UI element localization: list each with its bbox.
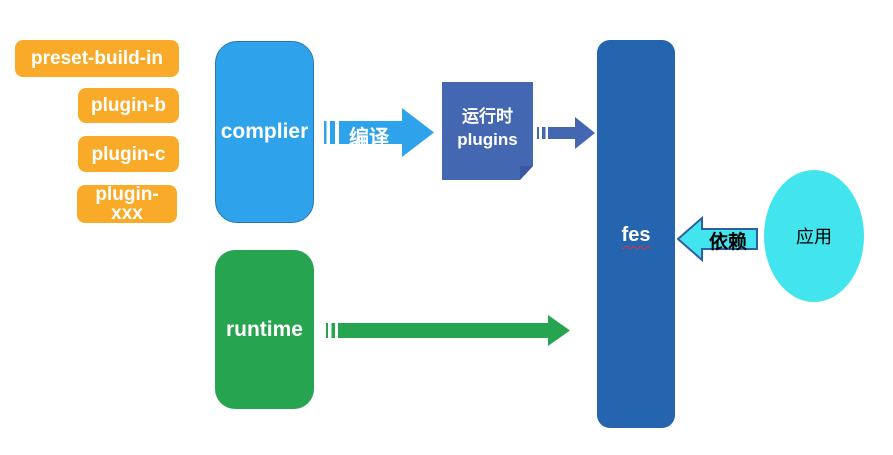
app-label: 应用 [796, 227, 832, 247]
compile-arrow-icon [324, 108, 434, 157]
arrow-stripe [537, 127, 539, 139]
arrow-body [338, 323, 548, 338]
arrow-stripe [324, 121, 327, 144]
fes-node: fes [597, 40, 675, 428]
complier-node: complier [215, 41, 314, 223]
runtime-plugins-note [442, 82, 533, 180]
app-node: 应用 [764, 170, 864, 302]
runtime-to-fes-arrow-icon [326, 315, 570, 346]
note-body [442, 82, 533, 180]
plugin-chip-plugin-b: plugin-b [78, 88, 179, 123]
complier-label: complier [220, 120, 309, 143]
arrow-head [548, 315, 570, 346]
arrow-body [548, 127, 575, 139]
arrow-stripe [330, 121, 335, 144]
plugin-chip-plugin-c: plugin-c [78, 136, 179, 172]
runtime-plugins-label-line1: 运行时 [462, 107, 513, 127]
note-folded-corner [520, 166, 533, 180]
fes-label: fes [621, 224, 651, 246]
runtime-plugins-label: 运行时 plugins [442, 82, 533, 176]
runtime-node: runtime [215, 250, 314, 409]
arrow-body [339, 121, 402, 144]
depends-arrow-label: 依赖 [708, 232, 747, 253]
arrow-head [575, 117, 595, 149]
plugin-chip-preset-build-in: preset-build-in [15, 40, 179, 77]
depends-arrow-shape [677, 216, 758, 262]
arrow-head [402, 108, 434, 157]
depends-arrow-icon [677, 216, 758, 262]
plugins-to-fes-arrow-icon [537, 117, 595, 149]
plugin-chip-plugin-xxx: plugin-xxx [77, 185, 177, 223]
runtime-label: runtime [225, 317, 303, 341]
arrow-stripe [331, 323, 335, 338]
arrow-stripe [326, 323, 328, 338]
arrow-stripe [542, 127, 546, 139]
runtime-plugins-label-line2: plugins [457, 130, 518, 149]
compile-arrow-label: 编译 [349, 127, 389, 149]
